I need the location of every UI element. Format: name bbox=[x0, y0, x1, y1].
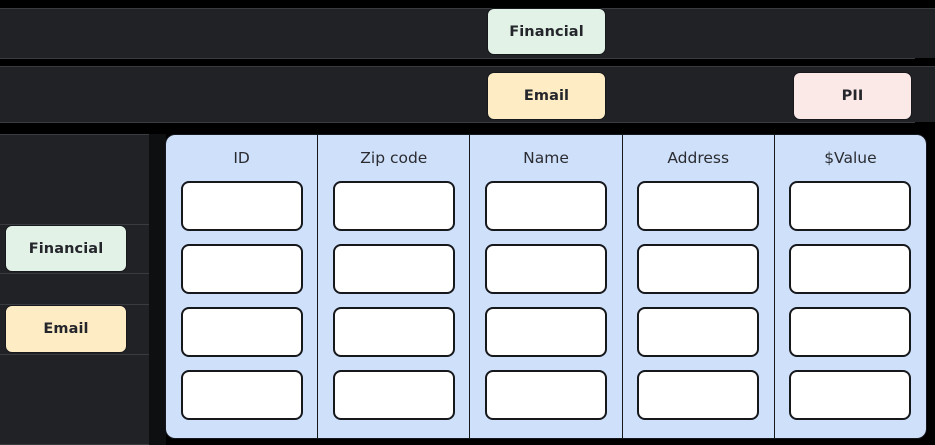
table-cell[interactable] bbox=[789, 307, 912, 357]
table-column-name: Name bbox=[470, 135, 623, 438]
table-cell[interactable] bbox=[485, 370, 607, 420]
sidebar-item-email[interactable]: Email bbox=[5, 305, 127, 353]
table-cell[interactable] bbox=[789, 244, 912, 294]
column-cells bbox=[485, 181, 607, 430]
table-column-zip-code: Zip code bbox=[318, 135, 471, 438]
tag-email-row2[interactable]: Email bbox=[487, 72, 606, 120]
column-cells bbox=[180, 181, 303, 430]
sidebar-rowline bbox=[0, 224, 149, 225]
tag-label: Financial bbox=[509, 23, 584, 40]
table-cell[interactable] bbox=[332, 181, 455, 231]
band-divider-email-top bbox=[0, 66, 935, 67]
sidebar-table-gutter bbox=[149, 134, 166, 445]
sidebar-item-label: Email bbox=[43, 321, 89, 337]
table-cell[interactable] bbox=[485, 181, 607, 231]
tag-label: Email bbox=[523, 88, 570, 104]
table-cell[interactable] bbox=[637, 181, 760, 231]
table-cell[interactable] bbox=[789, 370, 912, 420]
column-cells bbox=[637, 181, 760, 430]
table-column-value: $Value bbox=[774, 135, 926, 438]
table-cell[interactable] bbox=[180, 181, 303, 231]
table-cell[interactable] bbox=[180, 370, 303, 420]
table-cell[interactable] bbox=[637, 244, 760, 294]
table-cell[interactable] bbox=[332, 307, 455, 357]
sidebar-rowline bbox=[0, 273, 149, 274]
table-cell[interactable] bbox=[180, 307, 303, 357]
table-cell[interactable] bbox=[332, 370, 455, 420]
sidebar-panel bbox=[0, 134, 163, 445]
column-header: $Value bbox=[824, 149, 877, 167]
tag-label: PII bbox=[841, 88, 864, 104]
table-cell[interactable] bbox=[637, 370, 760, 420]
data-table: ID Zip code Name bbox=[166, 135, 926, 438]
sidebar-item-label: Financial bbox=[28, 240, 104, 257]
table-cell[interactable] bbox=[789, 181, 912, 231]
sidebar-item-financial[interactable]: Financial bbox=[5, 225, 127, 272]
band-divider-financial-bottom bbox=[0, 58, 915, 59]
table-column-id: ID bbox=[166, 135, 319, 438]
column-cells bbox=[332, 181, 455, 430]
tag-financial-row1[interactable]: Financial bbox=[487, 8, 606, 55]
financial-row-band bbox=[0, 8, 935, 58]
band-divider-top bbox=[0, 8, 935, 9]
column-header: Address bbox=[667, 149, 730, 167]
tag-pii-row2[interactable]: PII bbox=[793, 72, 912, 120]
table-cell[interactable] bbox=[485, 307, 607, 357]
table-column-address: Address bbox=[622, 135, 775, 438]
table-cell[interactable] bbox=[180, 244, 303, 294]
column-header: Zip code bbox=[360, 149, 428, 167]
table-cell[interactable] bbox=[332, 244, 455, 294]
sidebar-rowline bbox=[0, 354, 149, 355]
column-header: ID bbox=[233, 149, 250, 167]
column-cells bbox=[789, 181, 912, 430]
sidebar-rowline bbox=[0, 304, 149, 305]
email-pii-row-band bbox=[0, 66, 935, 122]
column-header: Name bbox=[523, 149, 569, 167]
table-cell[interactable] bbox=[637, 307, 760, 357]
band-divider-email-bottom bbox=[0, 122, 915, 123]
table-cell[interactable] bbox=[485, 244, 607, 294]
